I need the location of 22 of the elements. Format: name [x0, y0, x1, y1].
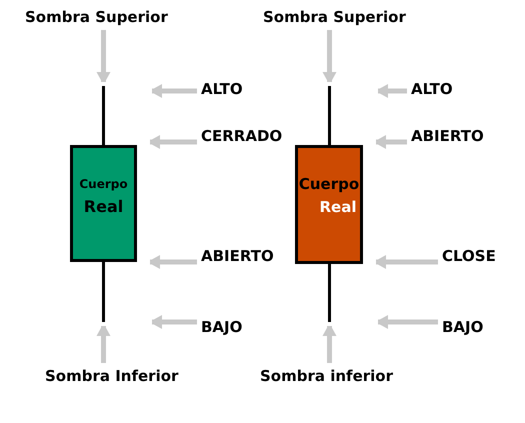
- wick-line: [328, 264, 331, 322]
- price-label: BAJO: [201, 318, 242, 336]
- price-label: ABIERTO: [201, 247, 274, 265]
- wick-line: [102, 262, 105, 322]
- price-label: BAJO: [442, 318, 484, 336]
- shadow-label: Sombra Inferior: [45, 367, 178, 385]
- price-label: CLOSE: [442, 247, 496, 265]
- wick-line: [328, 86, 331, 145]
- body-label: Real: [84, 197, 124, 216]
- candle-body: [295, 145, 363, 264]
- price-label: ALTO: [201, 80, 243, 98]
- shadow-label: Sombra Superior: [25, 8, 168, 26]
- body-label: Cuerpo: [298, 175, 360, 193]
- candle-body: [70, 145, 137, 262]
- shadow-label: Sombra inferior: [260, 367, 393, 385]
- wick-line: [102, 86, 105, 145]
- price-label: ABIERTO: [411, 127, 484, 145]
- body-label: Cuerpo: [79, 177, 128, 191]
- price-label: ALTO: [411, 80, 453, 98]
- shadow-label: Sombra Superior: [263, 8, 406, 26]
- body-label: Real: [320, 198, 356, 216]
- price-label: CERRADO: [201, 127, 282, 145]
